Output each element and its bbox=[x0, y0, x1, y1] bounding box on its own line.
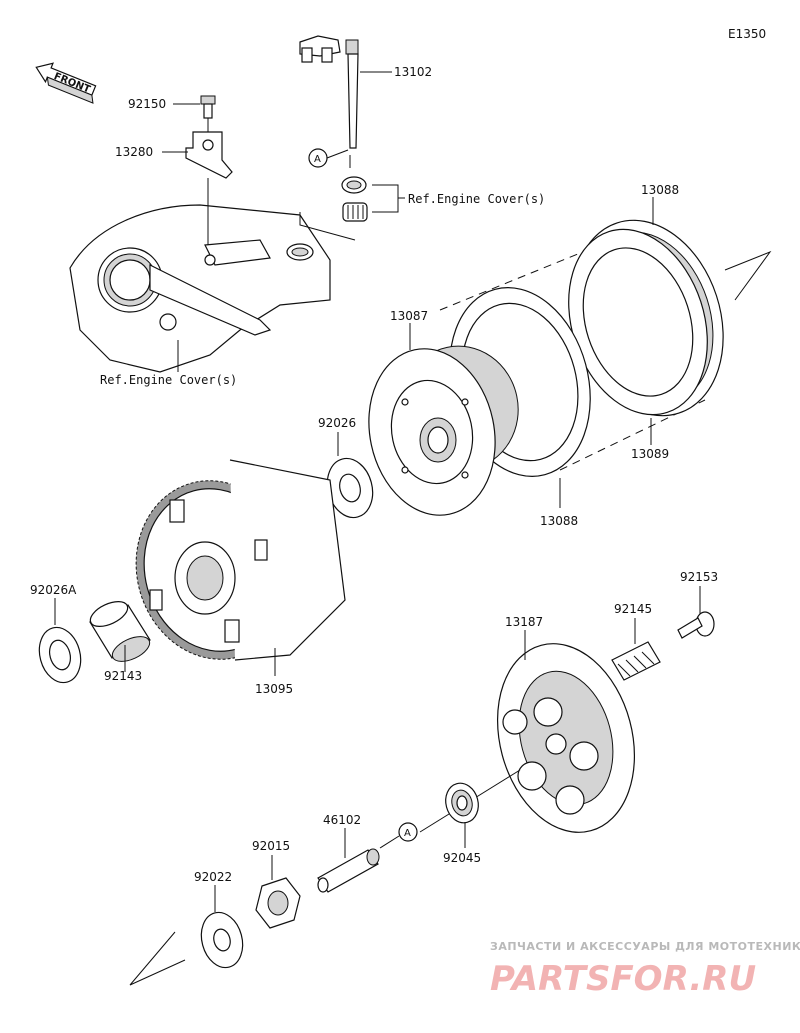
ref-engine-cover-upper: Ref.Engine Cover(s) bbox=[408, 192, 545, 206]
front-arrow-icon: FRONT bbox=[35, 62, 97, 104]
label-92153: 92153 bbox=[680, 570, 718, 584]
steel-plate-13088-top bbox=[568, 228, 708, 416]
ref-engine-cover-lower: Ref.Engine Cover(s) bbox=[100, 373, 237, 387]
label-13088-bottom: 13088 bbox=[540, 514, 578, 528]
washer-92026A bbox=[38, 626, 82, 684]
diagram-code: E1350 bbox=[728, 27, 766, 41]
nut-92015 bbox=[255, 877, 301, 929]
washer-92026 bbox=[326, 457, 374, 519]
bracket-13280 bbox=[185, 131, 233, 245]
label-13095: 13095 bbox=[255, 682, 293, 696]
washer-92022 bbox=[200, 911, 244, 969]
callout-a-lower: A bbox=[404, 828, 411, 839]
label-13102: 13102 bbox=[394, 65, 432, 79]
label-13280: 13280 bbox=[115, 145, 153, 159]
label-13088-top: 13088 bbox=[641, 183, 679, 197]
bearing-92045 bbox=[445, 782, 479, 824]
bolt-92153 bbox=[677, 611, 715, 639]
engine-cover-section bbox=[69, 204, 331, 373]
spring-92145 bbox=[611, 641, 661, 681]
label-92022: 92022 bbox=[194, 870, 232, 884]
label-92143: 92143 bbox=[104, 669, 142, 683]
label-13087: 13087 bbox=[390, 309, 428, 323]
clutch-housing-13095 bbox=[135, 459, 346, 661]
watermark-logo: PARTSFOR.RU bbox=[490, 959, 756, 999]
label-92026: 92026 bbox=[318, 416, 356, 430]
label-92015: 92015 bbox=[252, 839, 290, 853]
label-92045: 92045 bbox=[443, 851, 481, 865]
label-92026A: 92026A bbox=[30, 583, 77, 597]
label-92150: 92150 bbox=[128, 97, 166, 111]
label-13089: 13089 bbox=[631, 447, 669, 461]
label-92145: 92145 bbox=[614, 602, 652, 616]
watermark-subtitle: ЗАПЧАСТИ И АКСЕССУАРЫ ДЛЯ МОТОТЕХНИКИ bbox=[490, 940, 800, 953]
clutch-hub-13087 bbox=[368, 345, 519, 516]
pressure-plate-13187 bbox=[496, 643, 636, 833]
push-rod-46102 bbox=[317, 848, 380, 893]
needle-bearing-part bbox=[342, 202, 368, 222]
bolt-92150 bbox=[200, 95, 216, 133]
ring-seal-on-cover bbox=[286, 243, 314, 261]
push-lever-13102 bbox=[299, 35, 359, 168]
callout-a-upper: A bbox=[314, 154, 321, 165]
oil-seal-part bbox=[341, 176, 367, 194]
label-13187: 13187 bbox=[505, 615, 543, 629]
label-46102: 46102 bbox=[323, 813, 361, 827]
collar-92143 bbox=[89, 601, 151, 662]
